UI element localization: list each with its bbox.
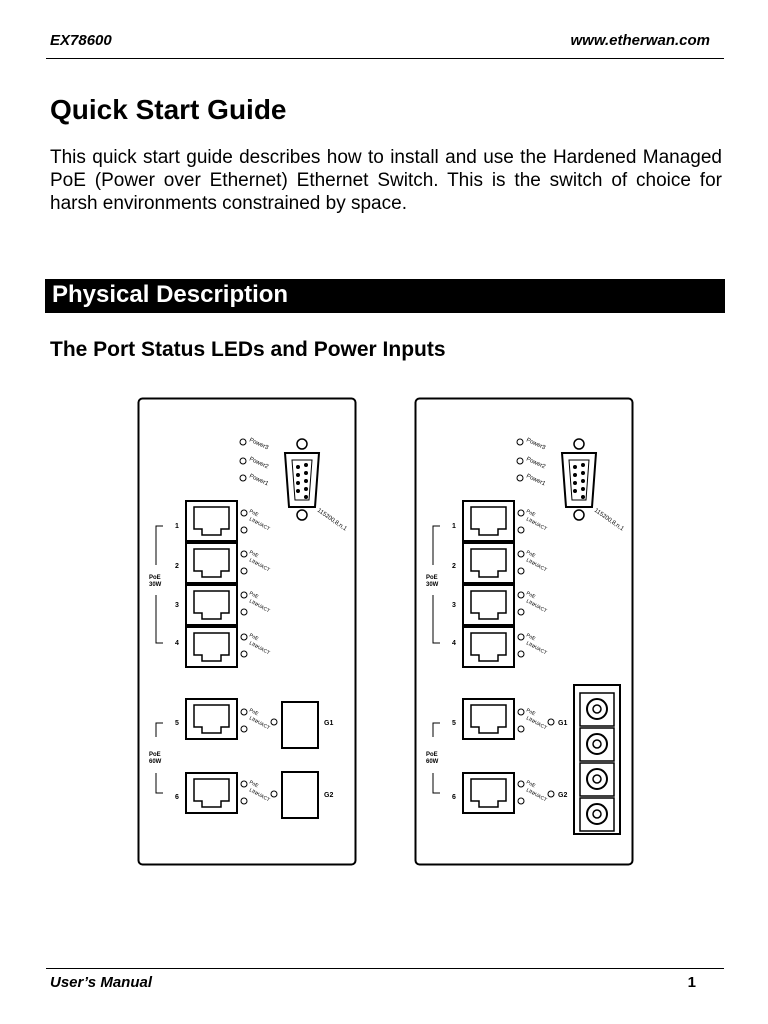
gigabit-label: G2 bbox=[324, 792, 333, 799]
header-model: EX78600 bbox=[50, 32, 112, 49]
led-label-poe: PoE bbox=[248, 508, 260, 518]
led-label-poe: PoE bbox=[248, 590, 260, 600]
port-number: 1 bbox=[175, 523, 179, 530]
group-label: PoE bbox=[426, 752, 438, 758]
switch-front-panel-sfp: Power3 Power2 Power1 115200,8,n,1 PoE 30… bbox=[137, 397, 357, 866]
group-label: 60W bbox=[149, 759, 162, 765]
port-number: 3 bbox=[175, 602, 179, 609]
led-label-poe: PoE bbox=[525, 590, 537, 600]
poe-30w-bracket: PoE 30W bbox=[426, 525, 440, 644]
page-title: Quick Start Guide bbox=[50, 94, 287, 125]
page-header: EX78600 www.etherwan.com bbox=[48, 32, 720, 52]
switch-front-panel-fiber: Power3 Power2 Power1 115200,8,n,1 PoE 30… bbox=[414, 397, 634, 866]
port-number: 4 bbox=[175, 640, 179, 647]
header-rule bbox=[46, 58, 724, 59]
led-label-poe: PoE bbox=[525, 508, 537, 518]
led-label-poe: PoE bbox=[248, 779, 260, 789]
group-label: PoE bbox=[149, 575, 161, 581]
section-title: Physical Description bbox=[52, 281, 289, 308]
poe-60w-bracket: PoE 60W bbox=[426, 722, 440, 794]
port-number: 2 bbox=[452, 563, 456, 570]
rj45-ports-1-4: 1 PoE LINK/ACT 2 PoE LINK/ACT 3 PoE LINK… bbox=[452, 500, 548, 668]
power-led-group: Power3 Power2 Power1 bbox=[516, 437, 547, 488]
footer-rule bbox=[46, 968, 724, 969]
rj45-ports-5-6: 5 PoE LINK/ACT 6 PoE LINK/ACT bbox=[452, 698, 548, 814]
intro-paragraph: This quick start guide describes how to … bbox=[50, 147, 722, 214]
led-label-poe: PoE bbox=[248, 707, 260, 717]
gigabit-label: G1 bbox=[324, 720, 333, 727]
led-label-poe: PoE bbox=[525, 632, 537, 642]
gigabit-label: G1 bbox=[558, 720, 567, 727]
group-label: PoE bbox=[149, 752, 161, 758]
led-label-poe: PoE bbox=[248, 549, 260, 559]
led-label-poe: PoE bbox=[525, 779, 537, 789]
subsection-title: The Port Status LEDs and Power Inputs bbox=[50, 338, 446, 361]
port-number: 6 bbox=[175, 794, 179, 801]
port-number: 2 bbox=[175, 563, 179, 570]
power-led-group: Power3 Power2 Power1 bbox=[239, 437, 270, 488]
poe-60w-bracket: PoE 60W bbox=[149, 722, 163, 794]
group-label: PoE bbox=[426, 575, 438, 581]
group-label: 60W bbox=[426, 759, 439, 765]
port-number: 6 bbox=[452, 794, 456, 801]
footer-label: User’s Manual bbox=[50, 974, 152, 991]
fiber-sc-connectors: G1 G2 bbox=[547, 684, 621, 835]
port-number: 1 bbox=[452, 523, 456, 530]
poe-30w-bracket: PoE 30W bbox=[149, 525, 163, 644]
led-label-poe: PoE bbox=[525, 707, 537, 717]
led-label-poe: PoE bbox=[248, 632, 260, 642]
page-footer: User’s Manual 1 bbox=[48, 974, 720, 994]
header-website[interactable]: www.etherwan.com bbox=[570, 32, 710, 49]
port-number: 3 bbox=[452, 602, 456, 609]
page-number: 1 bbox=[687, 974, 696, 991]
port-number: 5 bbox=[175, 720, 179, 727]
port-number: 5 bbox=[452, 720, 456, 727]
group-label: 30W bbox=[426, 582, 439, 588]
section-heading-bar: Physical Description bbox=[45, 279, 725, 313]
rj45-ports-1-4: 1 PoE LINK/ACT 2 PoE LINK/ACT 3 PoE LINK… bbox=[175, 500, 271, 668]
gigabit-label: G2 bbox=[558, 792, 567, 799]
group-label: 30W bbox=[149, 582, 162, 588]
port-number: 4 bbox=[452, 640, 456, 647]
sfp-slots: G1 G2 bbox=[270, 701, 333, 819]
led-label-poe: PoE bbox=[525, 549, 537, 559]
